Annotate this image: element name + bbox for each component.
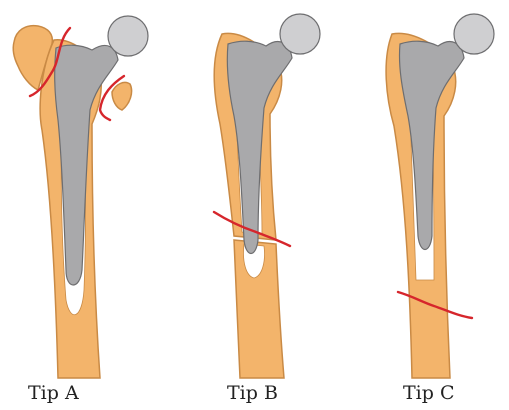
femoral-head — [454, 14, 494, 54]
panel-tip-b — [170, 0, 340, 380]
caption-tip-c: Tip C — [403, 382, 455, 404]
caption-tip-b: Tip B — [227, 382, 278, 404]
caption-tip-a: Tip A — [28, 382, 79, 404]
femoral-head — [280, 14, 320, 54]
femoral-head — [108, 16, 148, 56]
panel-tip-a — [0, 0, 170, 380]
bone-fragment-right — [112, 82, 132, 110]
panel-tip-c — [340, 0, 509, 380]
